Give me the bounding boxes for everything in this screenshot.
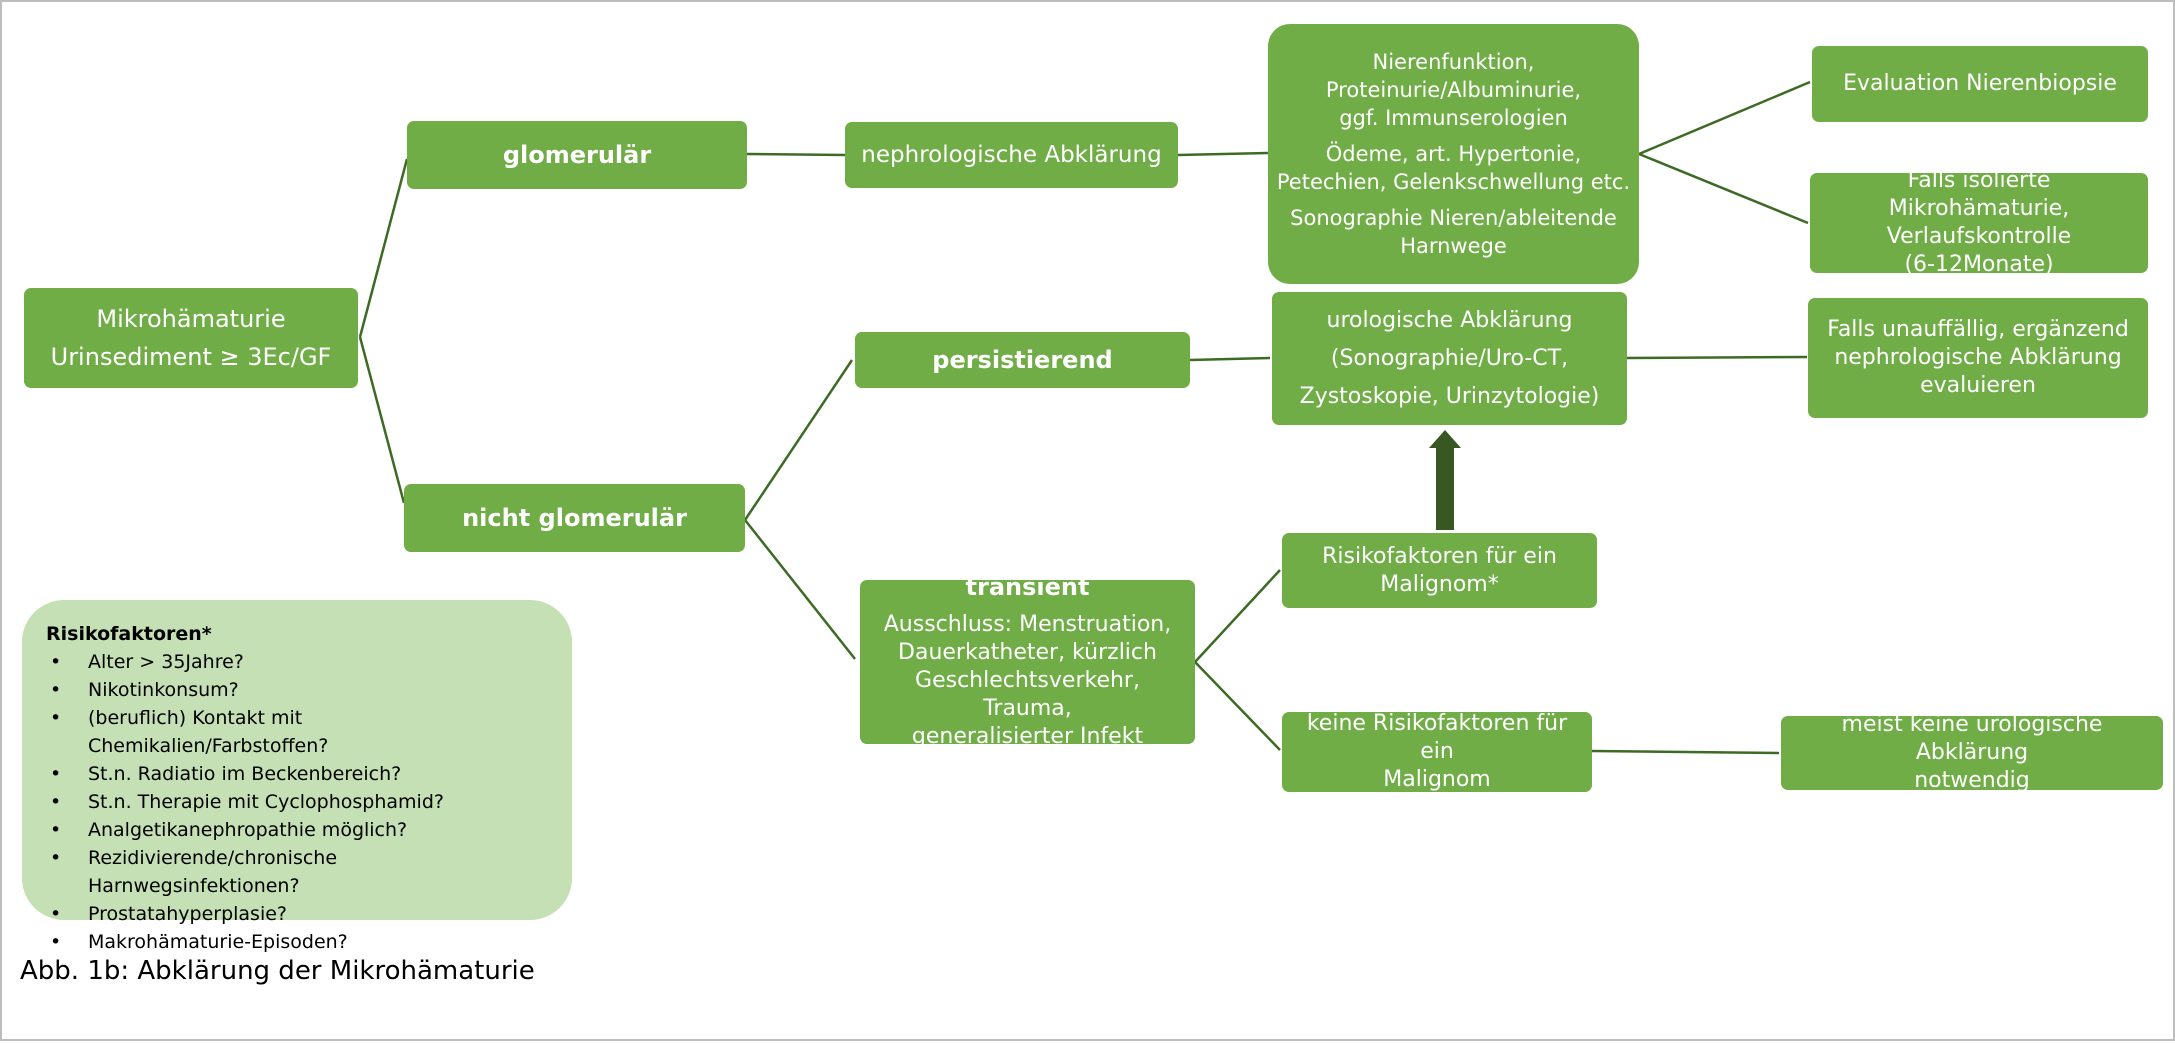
nieren-group3-line1: Sonographie Nieren/ableitende <box>1290 206 1617 230</box>
list-item: • Prostatahyperplasie? <box>46 900 548 928</box>
bullet-icon: • <box>50 847 62 869</box>
risk-item-text: St.n. Radiatio im Beckenbereich? <box>88 763 402 785</box>
node-nephro-label: nephrologische Abklärung <box>861 142 1162 168</box>
risk-item-text: Alter > 35Jahre? <box>88 651 244 673</box>
risk-item-text: Analgetikanephropathie möglich? <box>88 819 408 841</box>
node-isolierte-mikrohaematurie: Falls isolierte Mikrohämaturie, Verlaufs… <box>1810 168 2148 277</box>
connector-transient-risiko <box>1194 569 1281 663</box>
transient-line4: generalisierter Infekt <box>911 724 1144 749</box>
node-mikrohaematurie-sediment: Urinsediment ≥ 3Ec/GF <box>50 343 332 371</box>
bullet-icon: • <box>50 707 62 729</box>
unauffaellig-line2: nephrologische Abklärung <box>1834 345 2122 370</box>
connector-glomerular-nephro <box>746 152 846 157</box>
connector-mikro-glomerular <box>358 158 409 338</box>
node-mikrohaematurie: Mikrohämaturie Urinsediment ≥ 3Ec/GF <box>24 288 358 388</box>
node-nicht-glomerular: nicht glomerulär <box>404 484 745 552</box>
transient-line2: Dauerkatheter, kürzlich <box>898 640 1157 665</box>
nieren-group1-line3: ggf. Immunserologien <box>1339 106 1568 130</box>
uro-line2: (Sonographie/Uro-CT, <box>1330 345 1569 371</box>
connector-details-biopsie <box>1638 80 1811 156</box>
bullet-icon: • <box>50 651 62 673</box>
node-keine-urologische-abklaerung: meist keine urologische Abklärung notwen… <box>1781 712 2163 793</box>
bullet-icon: • <box>50 903 62 925</box>
node-evaluation-nierenbiopsie: Evaluation Nierenbiopsie <box>1812 46 2148 122</box>
bullet-icon: • <box>50 763 62 785</box>
nieren-group1-line2: Proteinurie/Albuminurie, <box>1325 78 1582 102</box>
bullet-icon: • <box>50 679 62 701</box>
node-persistierend-label: persistierend <box>932 346 1113 374</box>
risiko-nein-line2: Malignom <box>1383 767 1491 792</box>
node-nieren-details: Nierenfunktion, Proteinurie/Albuminurie,… <box>1268 24 1639 284</box>
isoliert-line1: Falls isolierte Mikrohämaturie, <box>1888 168 2070 221</box>
uro-line1: urologische Abklärung <box>1326 307 1573 333</box>
unauffaellig-line3: evaluieren <box>1920 373 2036 398</box>
node-mikrohaematurie-title: Mikrohämaturie <box>96 305 286 333</box>
risiko-ja-line2: Malignom* <box>1380 571 1499 597</box>
uro-line3: Zystoskopie, Urinzytologie) <box>1299 383 1600 409</box>
node-persistierend: persistierend <box>855 332 1190 388</box>
nieren-group2-line1: Ödeme, art. Hypertonie, <box>1325 142 1582 166</box>
list-item: • St.n. Therapie mit Cyclophosphamid? <box>46 788 548 816</box>
unauffaellig-line1: Falls unauffällig, ergänzend <box>1827 317 2129 342</box>
list-item: • (beruflich) Kontakt mit Chemikalien/Far… <box>46 704 548 760</box>
isoliert-line2: Verlaufskontrolle <box>1886 224 2072 249</box>
risk-item-text: Nikotinkonsum? <box>88 679 239 701</box>
up-arrow-icon <box>1429 430 1461 530</box>
connector-persistierend-uro <box>1189 356 1271 362</box>
figure-caption: Abb. 1b: Abklärung der Mikrohämaturie <box>20 956 535 986</box>
keine-uro-line2: notwendig <box>1914 768 2030 793</box>
node-nephrologische-abklaerung: nephrologische Abklärung <box>845 122 1178 188</box>
risk-item-text: St.n. Therapie mit Cyclophosphamid? <box>88 791 444 813</box>
nieren-group3-line2: Harnwege <box>1400 234 1507 258</box>
node-transient-title: transient <box>965 573 1090 601</box>
risikofaktoren-box: Risikofaktoren* • Alter > 35Jahre? • Nikot… <box>22 600 572 953</box>
list-item: • Makrohämaturie-Episoden? <box>46 928 548 956</box>
list-item: • Nikotinkonsum? <box>46 676 548 704</box>
connector-nicht-persistierend <box>743 359 854 521</box>
connector-nephro-details <box>1177 151 1269 157</box>
transient-line3: Geschlechtsverkehr, Trauma, <box>915 668 1140 721</box>
risk-item-text: Makrohämaturie-Episoden? <box>88 931 348 953</box>
keine-uro-line1: meist keine urologische Abklärung <box>1841 712 2103 765</box>
node-glomerular-label: glomerulär <box>502 141 652 169</box>
node-risikofaktoren-malignom: Risikofaktoren für ein Malignom* <box>1282 533 1597 608</box>
node-biopsie-label: Evaluation Nierenbiopsie <box>1843 71 2117 96</box>
connector-details-isoliert <box>1638 152 1809 225</box>
bullet-icon: • <box>50 791 62 813</box>
risikofaktoren-list: • Alter > 35Jahre? • Nikotinkonsum? • (beru… <box>46 648 548 956</box>
node-glomerular: glomerulär <box>407 121 747 189</box>
nieren-group1-line1: Nierenfunktion, <box>1372 50 1535 74</box>
node-keine-risikofaktoren: keine Risikofaktoren für ein Malignom <box>1282 711 1592 792</box>
risk-item-text: Prostatahyperplasie? <box>88 903 288 925</box>
risiko-ja-line1: Risikofaktoren für ein <box>1322 543 1557 569</box>
transient-line1: Ausschluss: Menstruation, <box>883 612 1172 637</box>
connector-keine-risiko-keine-uro <box>1591 749 1780 755</box>
bullet-icon: • <box>50 819 62 841</box>
list-item: • Alter > 35Jahre? <box>46 648 548 676</box>
node-urologische-abklaerung: urologische Abklärung (Sonographie/Uro-C… <box>1272 292 1627 425</box>
bullet-icon: • <box>50 931 62 953</box>
connector-uro-unauffaellig <box>1626 355 1808 360</box>
node-nicht-glomerular-label: nicht glomerulär <box>462 504 687 532</box>
connector-mikro-nicht-glomerular <box>358 336 406 504</box>
risk-item-text: (beruflich) Kontakt mit Chemikalien/Farb… <box>88 707 329 757</box>
list-item: • Rezidivierende/chronische Harnwegsinfek… <box>46 844 548 900</box>
list-item: • Analgetikanephropathie möglich? <box>46 816 548 844</box>
risikofaktoren-title: Risikofaktoren* <box>46 623 212 645</box>
connector-transient-keine-risiko <box>1194 661 1281 751</box>
list-item: • St.n. Radiatio im Beckenbereich? <box>46 760 548 788</box>
node-transient: transient Ausschluss: Menstruation, Daue… <box>860 573 1195 749</box>
connector-nicht-transient <box>744 519 856 660</box>
node-falls-unauffaellig: Falls unauffällig, ergänzend nephrologis… <box>1808 298 2148 418</box>
isoliert-line3: (6-12Monate) <box>1904 252 2054 277</box>
nieren-group2-line2: Petechien, Gelenkschwellung etc. <box>1276 170 1631 194</box>
risiko-nein-line1: keine Risikofaktoren für ein <box>1306 711 1568 764</box>
risk-item-text: Rezidivierende/chronische Harnwegsinfekt… <box>88 847 338 897</box>
